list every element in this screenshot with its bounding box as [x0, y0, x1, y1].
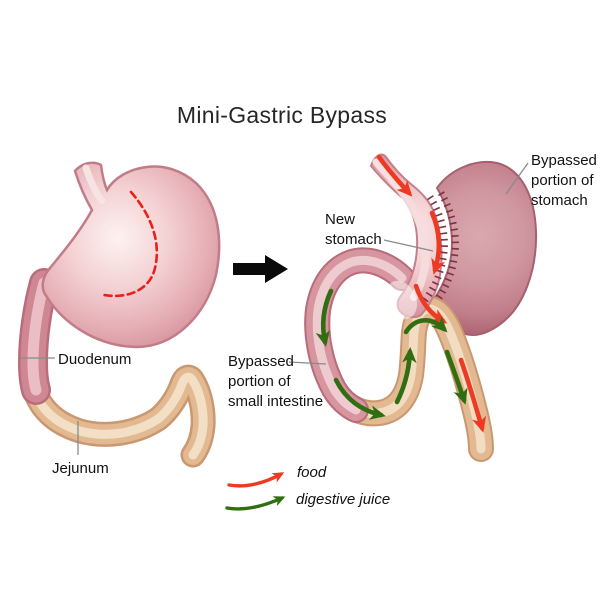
juice-flow-arrows	[315, 288, 468, 420]
food-arrow-pouch	[429, 210, 446, 275]
bypassed-stomach-label: Bypassed portion of stomach	[531, 151, 597, 211]
after-figure	[288, 153, 538, 449]
bypassed-stomach-label-line3: stomach	[531, 192, 588, 209]
food-arrow-efferent	[458, 357, 487, 433]
bypassed-intestine-label-line1: Bypassed	[228, 353, 294, 370]
food-flow-arrows	[376, 154, 487, 433]
duodenum-label: Duodenum	[58, 351, 132, 368]
food-arrow-esophagus	[376, 154, 413, 197]
transform-arrow	[233, 255, 288, 283]
before-figure	[20, 161, 221, 455]
bypassed-stomach-shape	[432, 161, 538, 336]
juice-legend-arrow-icon	[225, 496, 286, 511]
duodenum-shape	[33, 283, 44, 390]
new-stomach-label: New stomach	[325, 210, 382, 250]
juice-arrow-loop-bottom	[333, 377, 386, 420]
new-stomach-label-line2: stomach	[325, 231, 382, 248]
anastomosis-glow	[384, 280, 418, 320]
juice-arrow-loop-down	[315, 288, 334, 347]
new-stomach-leader-line	[383, 239, 434, 252]
food-legend-label: food	[297, 464, 327, 481]
bypassed-stomach-leader-line	[505, 162, 529, 195]
stomach-shape	[41, 161, 221, 349]
bypassed-stomach-label-line1: Bypassed	[531, 152, 597, 169]
juice-arrow-hump	[403, 316, 448, 335]
juice-arrow-rising	[394, 347, 417, 405]
bypassed-intestine-label: Bypassed portion of small intestine	[228, 352, 323, 412]
esophagus-highlight	[82, 164, 106, 205]
staple-line-left	[419, 195, 448, 307]
jejunum-shape	[33, 377, 203, 455]
juice-arrow-efferent	[444, 349, 468, 405]
new-stomach-label-line1: New	[325, 211, 356, 228]
bypassed-intestine-label-line3: small intestine	[228, 393, 324, 410]
legend-icons	[225, 472, 286, 511]
bypassed-intestine-leader-line	[288, 361, 327, 365]
juice-legend-label: digestive juice	[296, 491, 391, 508]
food-legend-arrow-icon	[227, 472, 285, 488]
bypassed-stomach-label-line2: portion of	[531, 172, 594, 189]
bypassed-intestine-shape	[317, 260, 402, 410]
page-title: Mini-Gastric Bypass	[176, 102, 388, 128]
incision-dashed-line	[102, 190, 159, 298]
jejunum-label: Jejunum	[52, 460, 109, 477]
bypassed-intestine-label-line2: portion of	[228, 373, 291, 390]
